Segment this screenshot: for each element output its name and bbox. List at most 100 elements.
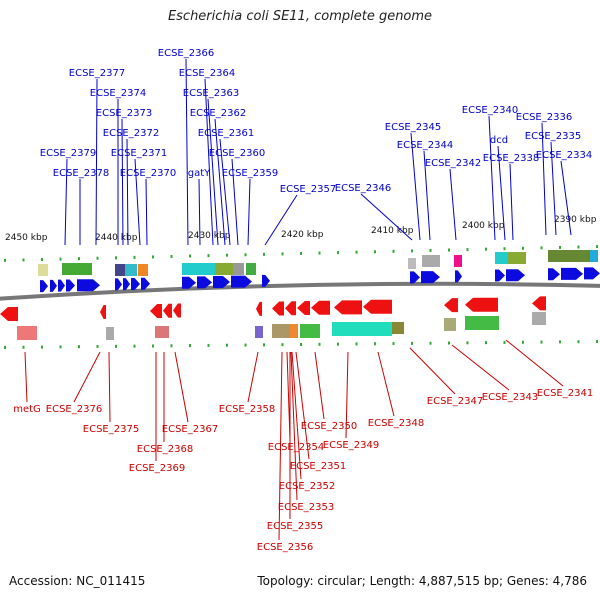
reverse-gene-arrow <box>465 297 498 312</box>
reverse-gene-leader-ecse-2350 <box>314 351 325 420</box>
reverse-feature-block <box>444 318 456 331</box>
forward-gene-label-ecse-2373: ECSE_2373 <box>96 108 152 119</box>
forward-gene-label-ecse-2374: ECSE_2374 <box>90 88 146 99</box>
forward-gene-label-ecse-2344: ECSE_2344 <box>397 140 453 151</box>
forward-gene-arrow <box>410 271 420 284</box>
reverse-gene-label-ecse-2349: ECSE_2349 <box>323 440 379 451</box>
forward-gene-arrow <box>131 277 140 290</box>
forward-gene-arrow <box>584 267 600 280</box>
forward-gene-leader-dcd <box>497 145 506 241</box>
reverse-gene-label-ecse-2343: ECSE_2343 <box>482 392 538 403</box>
reverse-feature-block <box>300 324 320 338</box>
forward-gene-arrow <box>455 270 462 283</box>
reverse-gene-arrow <box>150 304 162 318</box>
reverse-gene-arrow <box>311 300 330 315</box>
forward-gene-label-ecse-2342: ECSE_2342 <box>425 158 481 169</box>
reverse-feature-block <box>290 324 298 338</box>
reverse-gene-label-ecse-2348: ECSE_2348 <box>368 418 424 429</box>
reverse-gene-label-ecse-2353: ECSE_2353 <box>278 502 334 513</box>
reverse-gene-label-ecse-2352: ECSE_2352 <box>279 481 335 492</box>
forward-gene-leader-ecse-2357 <box>264 194 298 246</box>
reverse-gene-label-ecse-2341: ECSE_2341 <box>537 388 593 399</box>
reverse-gene-label-ecse-2356: ECSE_2356 <box>257 542 313 553</box>
ruler-label-5: 2400 kbp <box>462 221 505 231</box>
reverse-gene-arrow <box>173 303 181 318</box>
forward-gene-leader-ecse-2362 <box>214 118 226 246</box>
forward-gene-leader-ecse-2379 <box>64 158 68 246</box>
forward-gene-arrow <box>40 280 48 293</box>
forward-gene-arrow <box>495 269 505 282</box>
forward-gene-leader-ecse-2334 <box>560 160 572 236</box>
reverse-gene-arrow <box>0 307 18 321</box>
forward-gene-label-ecse-2360: ECSE_2360 <box>209 148 265 159</box>
reverse-feature-block <box>255 326 263 338</box>
reverse-gene-leader-ecse-2376 <box>73 351 101 403</box>
forward-gene-arrow <box>262 274 270 287</box>
forward-gene-arrow <box>123 278 130 291</box>
reverse-gene-label-ecse-2354: ECSE_2354 <box>268 442 324 453</box>
forward-gene-leader-gaty <box>198 178 201 246</box>
reverse-gene-label-ecse-2367: ECSE_2367 <box>162 424 218 435</box>
forward-gene-leader-ecse-2363 <box>207 98 219 246</box>
forward-gene-label-gaty: gatY <box>188 168 211 179</box>
reverse-gene-label-ecse-2358: ECSE_2358 <box>219 404 275 415</box>
forward-gene-label-ecse-2366: ECSE_2366 <box>158 48 214 59</box>
forward-gene-label-ecse-2336: ECSE_2336 <box>516 112 572 123</box>
forward-feature-block <box>125 264 137 276</box>
reverse-gene-leader-ecse-2375 <box>108 351 111 423</box>
ruler-label-2: 2430 kbp <box>188 231 231 241</box>
forward-gene-arrow <box>213 276 230 289</box>
forward-gene-arrow <box>548 268 560 281</box>
forward-gene-leader-ecse-2360 <box>231 158 239 246</box>
reverse-gene-arrow <box>297 301 310 316</box>
forward-gene-label-ecse-2371: ECSE_2371 <box>111 148 167 159</box>
reverse-gene-arrow <box>363 299 392 314</box>
reverse-gene-arrow <box>532 296 546 311</box>
reverse-gene-leader-ecse-2352 <box>291 351 302 480</box>
forward-gene-arrow <box>182 276 196 289</box>
forward-gene-leader-ecse-2370 <box>145 178 148 246</box>
reverse-gene-label-ecse-2368: ECSE_2368 <box>137 444 193 455</box>
forward-gene-label-ecse-2334: ECSE_2334 <box>536 150 592 161</box>
ruler-label-0: 2450 kbp <box>5 233 48 243</box>
reverse-gene-arrow <box>285 301 296 316</box>
forward-gene-arrow <box>197 276 212 289</box>
forward-gene-leader-ecse-2340 <box>488 115 496 241</box>
reverse-gene-leader-ecse-2367 <box>174 351 189 423</box>
reverse-gene-label-metg: metG <box>13 404 41 415</box>
forward-gene-arrow <box>50 279 57 292</box>
reverse-gene-label-ecse-2355: ECSE_2355 <box>267 521 323 532</box>
reverse-gene-leader-ecse-2351 <box>295 351 310 460</box>
forward-gene-leader-ecse-2366 <box>185 58 189 246</box>
forward-gene-label-ecse-2338: ECSE_2338 <box>483 153 539 164</box>
reverse-gene-leader-ecse-2347 <box>409 347 456 395</box>
forward-gene-leader-ecse-2346 <box>360 193 413 241</box>
forward-gene-leader-ecse-2372 <box>126 138 129 246</box>
reverse-gene-label-ecse-2347: ECSE_2347 <box>427 396 483 407</box>
reverse-gene-leader-ecse-2348 <box>377 351 395 417</box>
forward-gene-label-ecse-2364: ECSE_2364 <box>179 68 235 79</box>
reverse-gene-leader-ecse-2356 <box>278 351 283 541</box>
forward-gene-label-ecse-2361: ECSE_2361 <box>198 128 254 139</box>
reverse-feature-block <box>392 322 404 334</box>
forward-feature-block <box>408 258 416 269</box>
reverse-gene-label-ecse-2350: ECSE_2350 <box>301 421 357 432</box>
forward-gene-leader-ecse-2336 <box>541 122 547 236</box>
forward-feature-block <box>234 263 244 275</box>
forward-feature-block <box>422 255 440 267</box>
forward-gene-label-ecse-2362: ECSE_2362 <box>190 108 246 119</box>
reverse-gene-arrow <box>334 300 362 315</box>
reverse-gene-arrow <box>256 301 262 316</box>
forward-gene-arrow <box>77 279 100 292</box>
forward-gene-label-ecse-2379: ECSE_2379 <box>40 148 96 159</box>
genome-backbone <box>0 281 600 301</box>
topology-label: Topology: circular; Length: 4,887,515 bp… <box>257 574 587 588</box>
forward-gene-arrow <box>141 277 150 290</box>
forward-gene-label-ecse-2335: ECSE_2335 <box>525 131 581 142</box>
reverse-gene-leader-ecse-2358 <box>247 351 259 403</box>
accession-label: Accession: NC_011415 <box>9 574 146 588</box>
forward-gene-label-ecse-2346: ECSE_2346 <box>335 183 391 194</box>
map-title: Escherichia coli SE11, complete genome <box>167 9 433 24</box>
forward-gene-arrow <box>421 271 440 284</box>
